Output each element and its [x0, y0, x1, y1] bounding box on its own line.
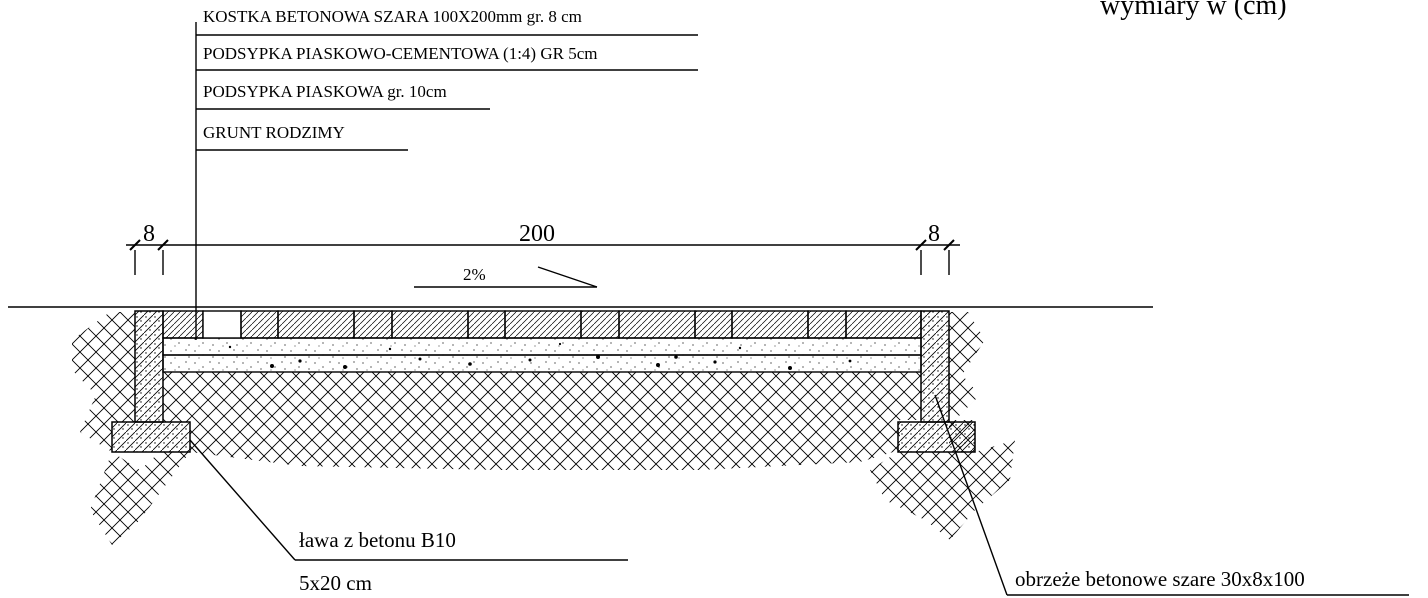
right-curb [920, 310, 950, 423]
right-embankment-soil [870, 312, 1015, 540]
dim-main-width: 200 [519, 221, 555, 247]
sand-bedding-layer [162, 354, 922, 373]
left-embankment-soil [72, 312, 190, 545]
dimension-line: 8 200 8 [126, 221, 960, 275]
footing-label-line2: 5x20 cm [299, 571, 372, 595]
curb-label: obrzeże betonowe szare 30x8x100 [1015, 567, 1305, 591]
left-curb [134, 310, 164, 423]
footing-annotation: ława z betonu B10 5x20 cm [189, 439, 628, 595]
paving-blocks [162, 310, 922, 339]
native-soil-hatch [163, 372, 921, 470]
dim-right-curb: 8 [928, 221, 940, 247]
right-footing [897, 421, 976, 453]
dim-left-curb: 8 [143, 221, 155, 247]
sand-cement-bedding-layer [162, 337, 922, 356]
footing-label-line1: ława z betonu B10 [299, 528, 456, 552]
left-footing [111, 421, 191, 453]
layer-label-paving: KOSTKA BETONOWA SZARA 100X200mm gr. 8 cm [203, 7, 582, 26]
layer-label-sand-bedding: PODSYPKA PIASKOWA gr. 10cm [203, 82, 447, 101]
layer-label-sand-cement-bedding: PODSYPKA PIASKOWO-CEMENTOWA (1:4) GR 5cm [203, 44, 597, 63]
curb-annotation: obrzeże betonowe szare 30x8x100 [934, 394, 1409, 596]
slope-label: 2% [463, 265, 486, 284]
layer-label-native-soil: GRUNT RODZIMY [203, 123, 345, 142]
slope-indicator: 2% [414, 265, 598, 288]
layer-legend: KOSTKA BETONOWA SZARA 100X200mm gr. 8 cm… [195, 7, 698, 340]
units-note: wymiary w (cm) [1100, 0, 1287, 21]
aggregate-specks [228, 342, 852, 370]
